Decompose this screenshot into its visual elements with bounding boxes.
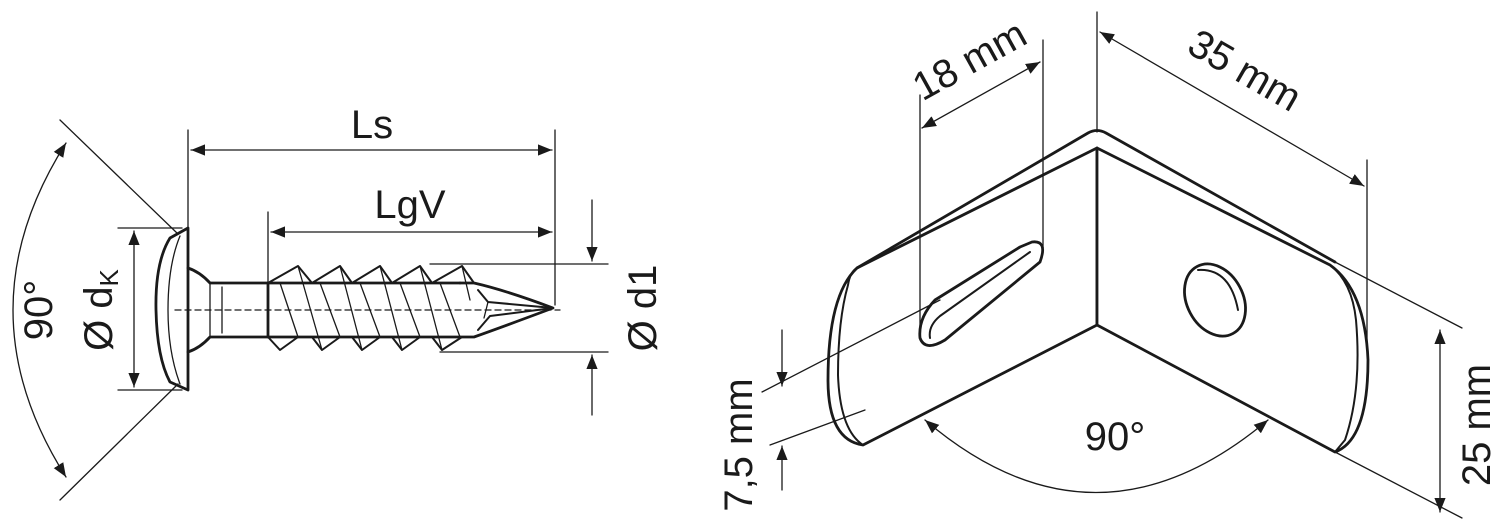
ls-label: Ls xyxy=(351,103,393,147)
bracket-angle-label: 90° xyxy=(1085,415,1146,459)
bracket-hole xyxy=(1183,262,1247,338)
dk-label: Ø dK xyxy=(77,268,124,350)
width-label: 35 mm xyxy=(1181,21,1309,120)
screw-angle-label: 90° xyxy=(17,280,61,341)
screw-drawing: Ls LgV Ø d1 Ø dK 90° xyxy=(12,103,665,501)
lgv-label: LgV xyxy=(374,183,445,227)
bracket-drawing: 18 mm 35 mm 7,5 mm 25 mm 90° xyxy=(717,11,1499,519)
slot-offset-label: 18 mm xyxy=(906,12,1034,110)
screw-head xyxy=(154,226,190,392)
height-label: 25 mm xyxy=(1455,364,1499,486)
bracket-slot xyxy=(918,240,1045,347)
d1-label: Ø d1 xyxy=(621,265,665,352)
hole-height-label: 7,5 mm xyxy=(717,378,761,511)
